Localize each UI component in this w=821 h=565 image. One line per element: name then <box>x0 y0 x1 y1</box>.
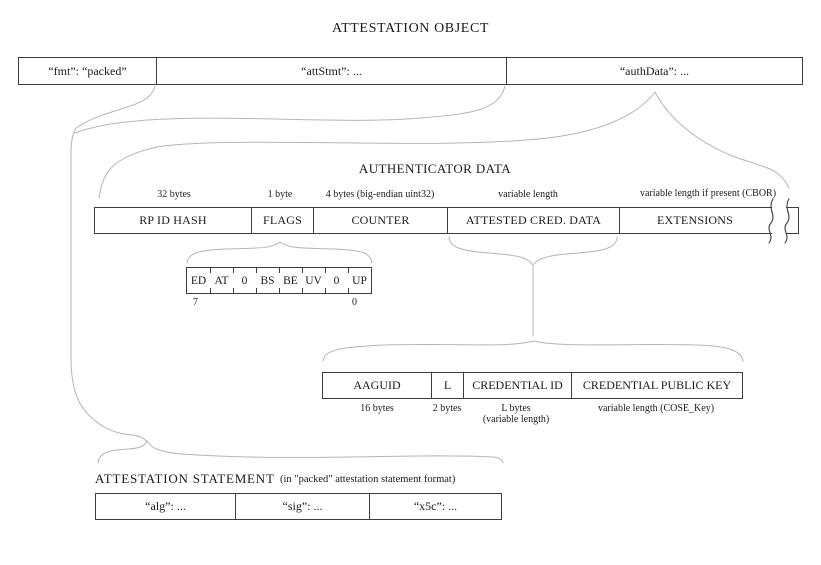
rp-id-hash-size-label: 32 bytes <box>157 189 191 200</box>
bit-uv: UV <box>302 268 326 293</box>
bit-index-lsb: 0 <box>352 297 357 308</box>
attestation-statement-row: “alg”: ... “sig”: ... “x5c”: ... <box>95 493 502 520</box>
attstmt-cell: “attStmt”: ... <box>156 58 506 84</box>
flags-cell: FLAGS <box>251 208 313 233</box>
length-size-label: 2 bytes <box>432 403 462 414</box>
bit-bs: BS <box>256 268 280 293</box>
attstmt-funnel-right-curve <box>74 85 506 134</box>
attstmt-left-channel-curve <box>70 127 147 442</box>
sig-cell: “sig”: ... <box>235 494 369 519</box>
authdata-brace-left-half <box>98 91 656 199</box>
credential-public-key-cell: CREDENTIAL PUBLIC KEY <box>571 373 742 398</box>
attestation-statement-title: ATTESTATION STATEMENT <box>95 471 275 486</box>
extensions-cell: EXTENSIONS <box>619 208 798 233</box>
aaguid-size-label: 16 bytes <box>360 403 394 414</box>
counter-size-label: 4 bytes (big-endian uint32) <box>325 189 435 200</box>
fmt-cell: “fmt”: “packed” <box>48 63 127 78</box>
authdata-cell: “authData”: ... <box>506 58 802 84</box>
credential-id-cell: CREDENTIAL ID <box>463 373 571 398</box>
attested-cred-data-cell: ATTESTED CRED. DATA <box>447 208 619 233</box>
aaguid-brace <box>322 340 744 362</box>
rp-id-hash-cell: RP ID HASH <box>139 213 207 227</box>
attestation-statement-brace <box>97 439 504 464</box>
counter-cell: COUNTER <box>313 208 447 233</box>
authenticator-data-row: RP ID HASH FLAGS COUNTER ATTESTED CRED. … <box>94 207 799 234</box>
credential-public-key-size-label: variable length (COSE_Key) <box>597 403 715 414</box>
bit-zero-5: 0 <box>233 268 257 293</box>
bit-up: UP <box>352 274 367 287</box>
authenticator-data-title: AUTHENTICATOR DATA <box>358 161 512 176</box>
x5c-cell: “x5c”: ... <box>369 494 501 519</box>
aaguid-cell: AAGUID <box>353 378 401 392</box>
attestation-object-row: “fmt”: “packed” “attStmt”: ... “authData… <box>18 57 803 85</box>
diagram-title: ATTESTATION OBJECT <box>331 21 490 36</box>
length-cell: L <box>431 373 463 398</box>
attested-cred-data-under-brace <box>448 236 618 266</box>
bit-at: AT <box>210 268 234 293</box>
credential-id-size-line2: (variable length) <box>482 414 550 425</box>
attestation-statement-subtitle: (in "packed" attestation statement forma… <box>280 474 456 485</box>
flags-brace <box>186 241 373 264</box>
alg-cell: “alg”: ... <box>145 499 186 513</box>
bit-ed: ED <box>187 268 211 293</box>
flags-size-label: 1 byte <box>267 189 293 200</box>
bit-index-msb: 7 <box>193 297 198 308</box>
attested-credential-data-row: AAGUID L CREDENTIAL ID CREDENTIAL PUBLIC… <box>322 372 743 399</box>
authdata-brace-right-half <box>654 91 790 189</box>
attested-cred-data-size-label: variable length <box>498 189 558 200</box>
attstmt-funnel-left-curve <box>75 85 156 129</box>
bit-zero-1: 0 <box>325 268 349 293</box>
bit-be: BE <box>279 268 303 293</box>
flags-bit-box: ED AT 0 BS BE UV 0 UP <box>186 267 372 294</box>
credential-id-size-label: L bytes (variable length) <box>483 403 549 425</box>
credential-id-size-line1: L bytes <box>501 403 531 414</box>
extensions-size-label: variable length if present (CBOR) <box>639 188 777 199</box>
